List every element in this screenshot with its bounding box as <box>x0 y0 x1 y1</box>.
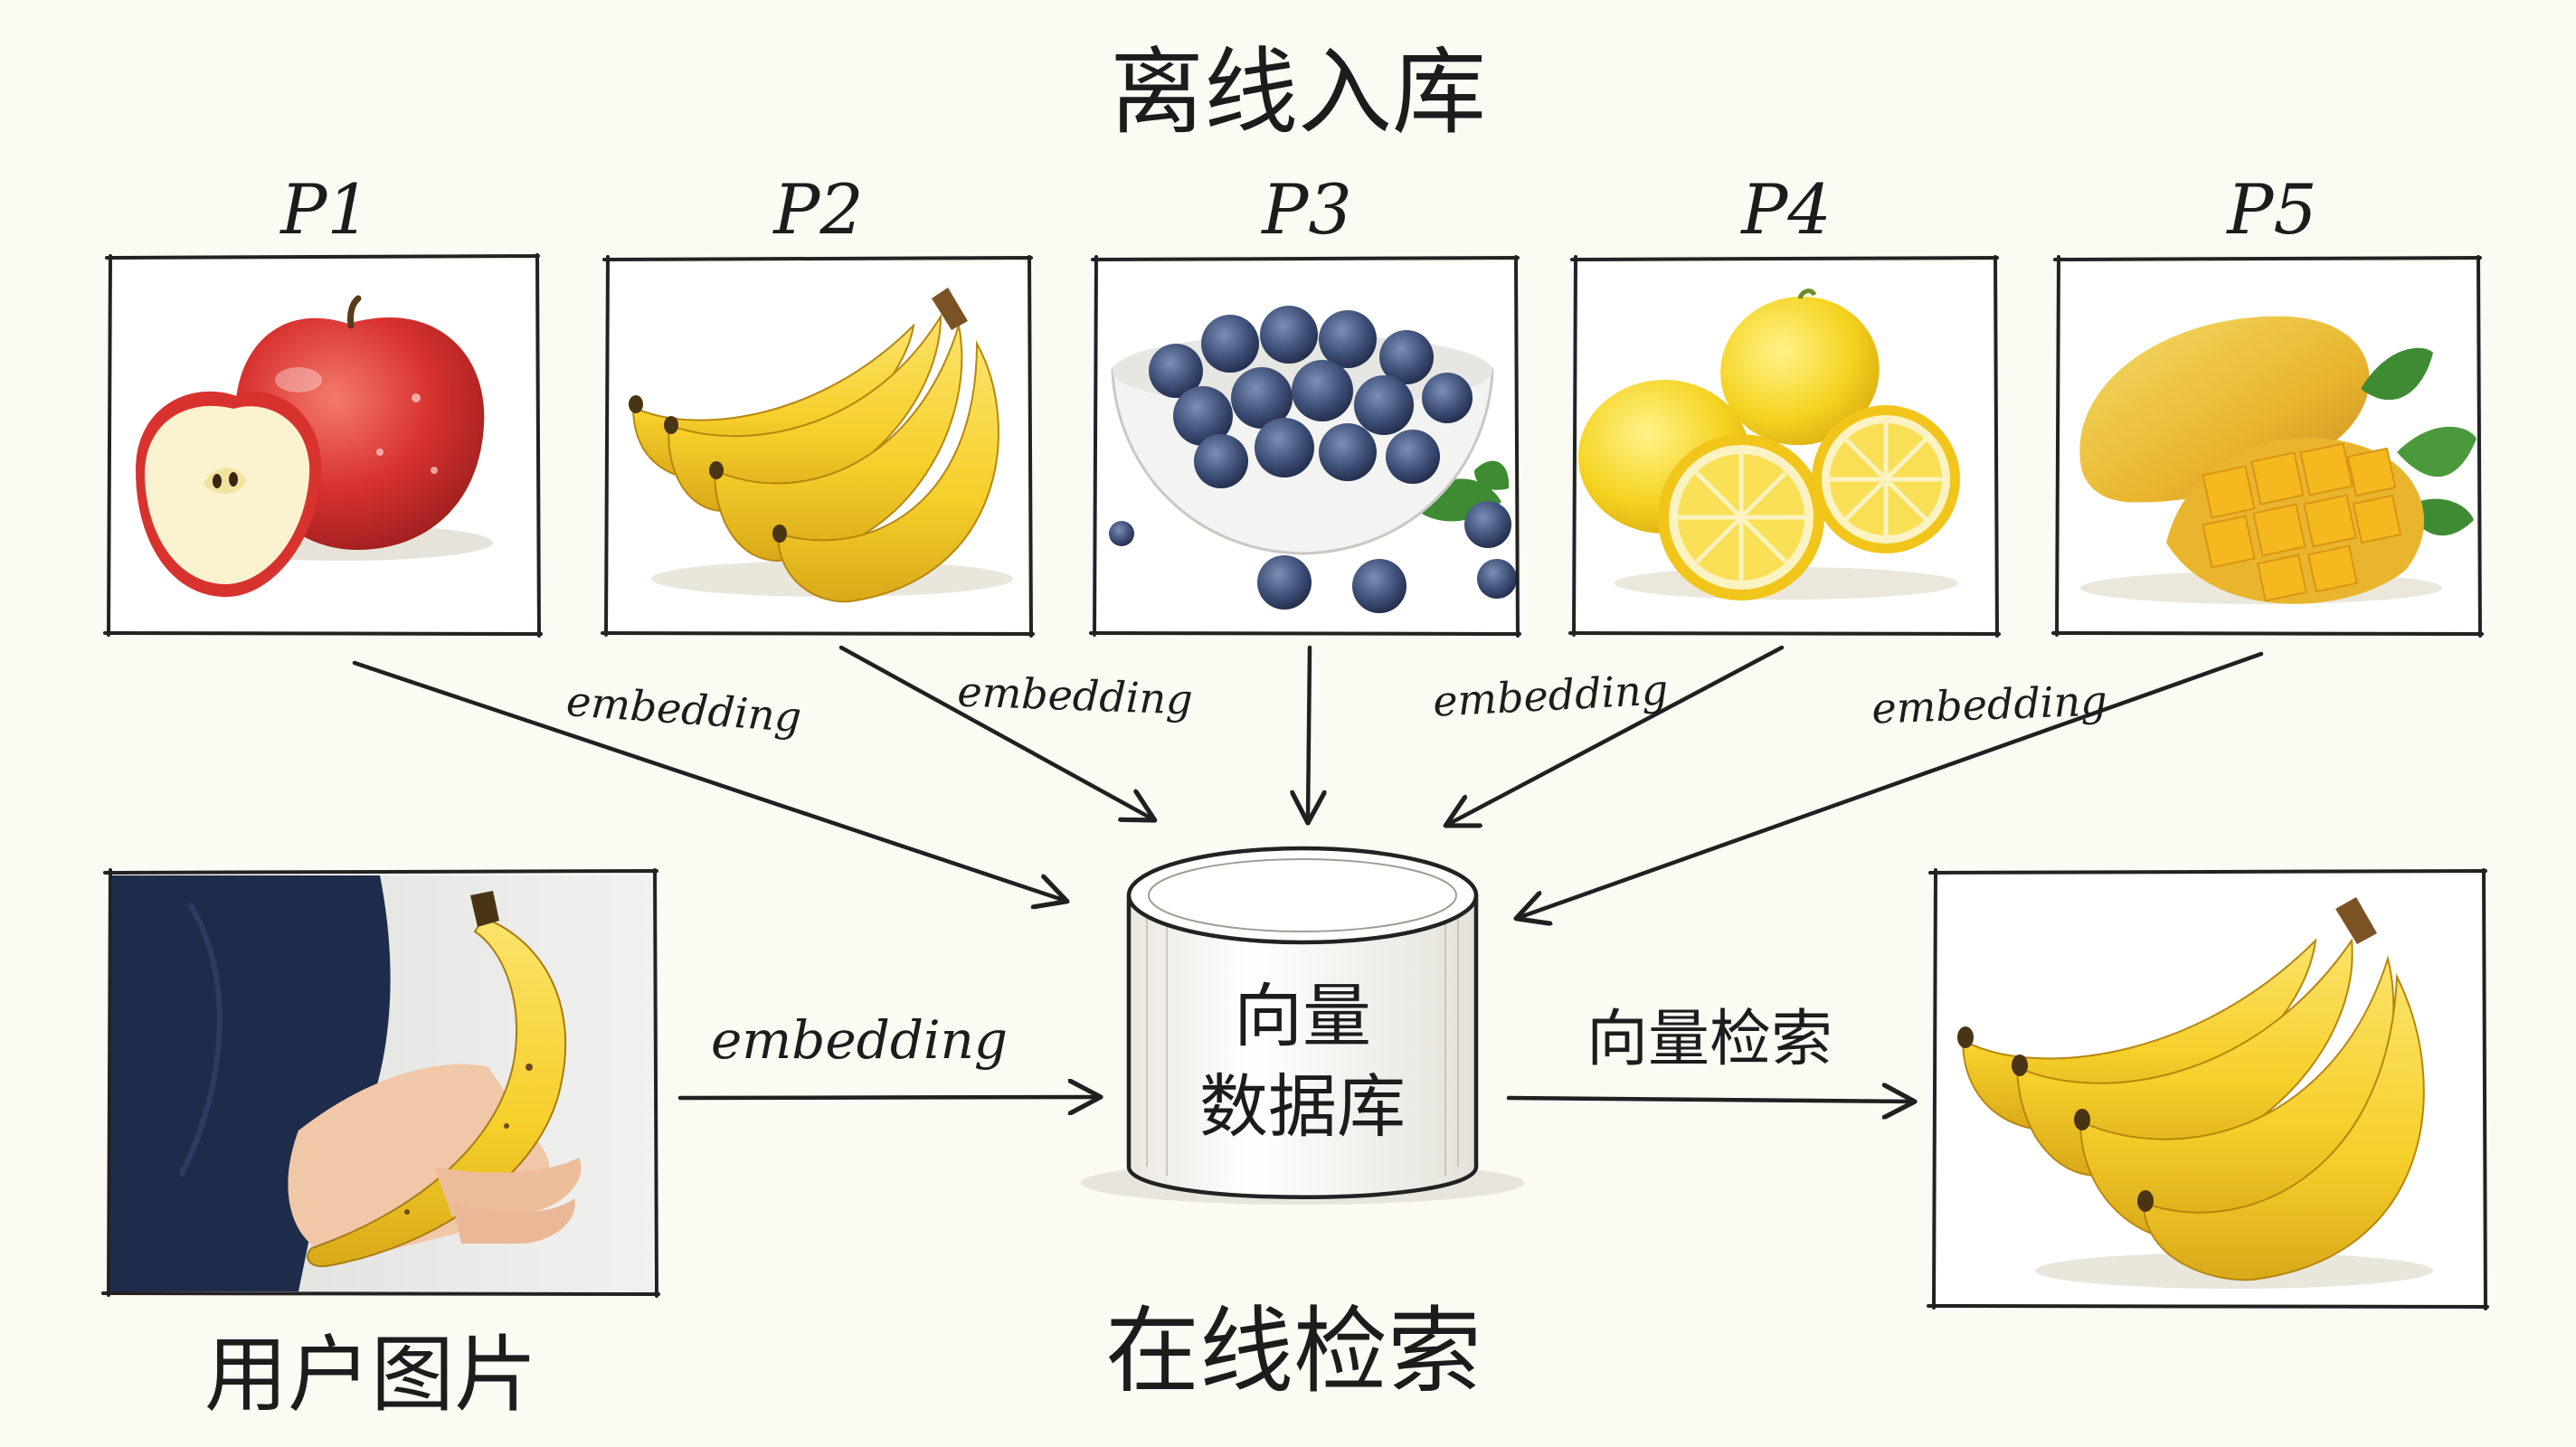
panel-label-p3: P3 <box>1260 169 1352 250</box>
arrow-db-to-result <box>1509 1098 1913 1102</box>
panel-p4-lemons <box>1570 257 1999 636</box>
panel-p5-mango <box>2053 257 2482 636</box>
result-image-panel <box>1928 870 2487 1309</box>
panel-label-p4: P4 <box>1739 169 1832 250</box>
arrow-p3-to-db <box>1308 648 1310 821</box>
database-label-line1: 向量 <box>1234 976 1371 1056</box>
arrow-user-to-db <box>680 1097 1099 1098</box>
panel-label-p2: P2 <box>772 169 864 250</box>
edge-label-p5: embedding <box>1870 676 2107 733</box>
database-label-line2: 数据库 <box>1199 1066 1406 1147</box>
panel-label-p5: P5 <box>2225 169 2317 250</box>
edge-label-p1: embedding <box>564 676 802 742</box>
offline-title: 离线入库 <box>1110 37 1486 147</box>
edge-label-user: embedding <box>711 1009 1008 1071</box>
user-image-panel <box>103 870 658 1296</box>
online-title: 在线检索 <box>1105 1296 1482 1406</box>
edge-label-p2: embedding <box>957 667 1194 724</box>
search-label: 向量检索 <box>1586 1004 1833 1075</box>
panel-p2-banana <box>602 257 1033 636</box>
panel-label-p1: P1 <box>279 169 371 250</box>
panel-p1-apple <box>105 255 541 636</box>
user-image-label: 用户图片 <box>204 1327 537 1423</box>
vector-database: 向量 数据库 <box>1081 848 1524 1205</box>
panel-p3-blueberries <box>1091 257 1520 636</box>
banana-in-hand-photo <box>110 875 582 1291</box>
edge-label-p4: embedding <box>1432 665 1670 726</box>
